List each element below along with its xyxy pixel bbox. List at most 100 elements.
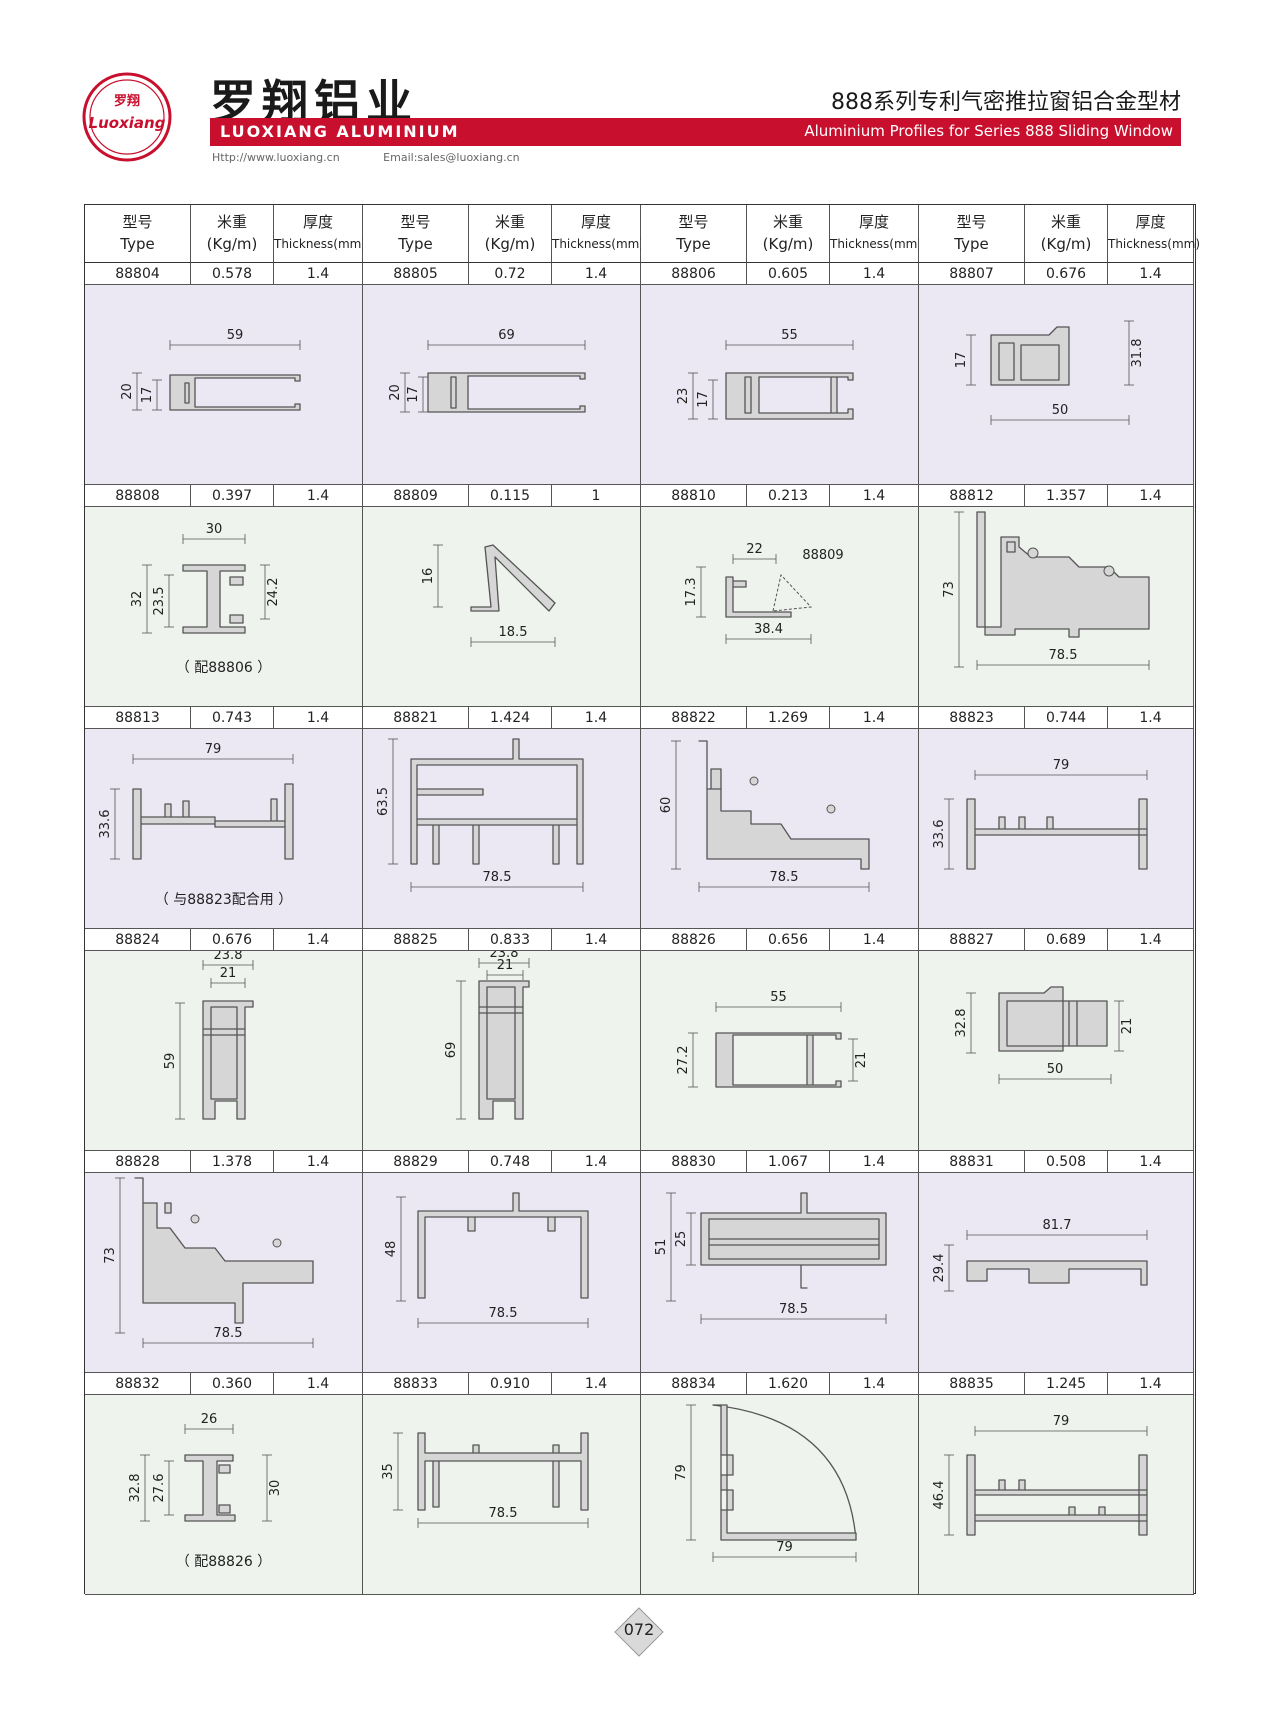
header-label-en: (Kg/m) — [484, 235, 536, 253]
header-label-en: Thickness(mm) — [830, 237, 923, 251]
profile-type-cell: 88812 — [919, 485, 1025, 507]
profile-thickness-cell: 1.4 — [274, 929, 363, 951]
dimension-label: 18.5 — [499, 625, 528, 640]
profile-type-cell: 88806 — [641, 263, 747, 285]
luoxiang-logo-icon: 罗翔 Luoxiang — [82, 72, 172, 162]
dimension-label: 33.6 — [932, 820, 947, 849]
svg-text:Luoxiang: Luoxiang — [89, 114, 166, 132]
dimension-label: 16 — [421, 568, 436, 585]
profile-type-cell: 88825 — [363, 929, 469, 951]
dimension-label: 17.3 — [684, 578, 699, 607]
dimension-label: 79 — [1053, 1414, 1070, 1429]
dimension-label: 79 — [1053, 758, 1070, 773]
dimension-label: 38.4 — [754, 622, 783, 637]
profile-thickness-cell: 1.4 — [1108, 707, 1194, 729]
email-link[interactable]: Email:sales@luoxiang.cn — [383, 151, 520, 164]
header-label-cn: 型号 — [678, 213, 709, 231]
dimension-label: 78.5 — [770, 870, 799, 885]
profile-type-cell: 88829 — [363, 1151, 469, 1173]
dimension-label: 69 — [498, 328, 515, 343]
dimension-label: 78.5 — [779, 1302, 808, 1317]
header-label-en: Type — [954, 235, 989, 253]
series-title-english: Aluminium Profiles for Series 888 Slidin… — [804, 122, 1173, 140]
profile-thickness-cell: 1.4 — [830, 1373, 919, 1395]
profile-weight-cell: 0.605 — [747, 263, 830, 285]
dimension-label: 35 — [381, 1463, 396, 1480]
profile-thickness-cell: 1.4 — [830, 263, 919, 285]
dimension-label: 30 — [206, 522, 223, 537]
profile-type-cell: 88810 — [641, 485, 747, 507]
dimension-label: 46.4 — [932, 1481, 947, 1510]
profile-thickness-cell: 1.4 — [274, 485, 363, 507]
header-label-en: Type — [676, 235, 711, 253]
profile-weight-cell: 1.357 — [1025, 485, 1108, 507]
dimension-label: 23.5 — [152, 587, 167, 616]
dimension-label: 17 — [406, 386, 421, 403]
profile-thickness-cell: 1.4 — [274, 1151, 363, 1173]
header-label-cn: 厚度 — [1135, 213, 1166, 231]
profile-weight-cell: 1.620 — [747, 1373, 830, 1395]
mating-profile-label: 88809 — [802, 548, 843, 563]
profile-thickness-cell: 1.4 — [552, 707, 641, 729]
profile-thickness-cell: 1.4 — [1108, 485, 1194, 507]
dimension-label: 24.2 — [266, 578, 281, 607]
dimension-label: 17 — [140, 387, 155, 404]
dimension-label: 78.5 — [214, 1326, 243, 1341]
dimension-label: 31.8 — [1130, 339, 1145, 368]
header-label-cn: 米重 — [216, 213, 247, 231]
dimension-label: 59 — [227, 328, 244, 343]
dimension-label: 69 — [444, 1042, 459, 1059]
profile-weight-cell: 1.067 — [747, 1151, 830, 1173]
dimension-label: 21 — [854, 1052, 869, 1069]
profile-weight-cell: 0.744 — [1025, 707, 1108, 729]
dimension-label: 27.2 — [676, 1046, 691, 1075]
dimension-label: 50 — [1047, 1062, 1064, 1077]
profile-weight-cell: 0.748 — [469, 1151, 552, 1173]
dimension-label: 20 — [388, 384, 403, 401]
profile-weight-cell: 0.743 — [191, 707, 274, 729]
profile-weight-cell: 0.72 — [469, 263, 552, 285]
profile-type-cell: 88822 — [641, 707, 747, 729]
profile-type-cell: 88827 — [919, 929, 1025, 951]
header-label-en: Thickness(mm) — [274, 237, 367, 251]
profile-thickness-cell: 1.4 — [1108, 263, 1194, 285]
profile-thickness-cell: 1.4 — [830, 1151, 919, 1173]
profile-fitting-note: （ 与88823配合用 ） — [154, 892, 293, 908]
profile-weight-cell: 0.508 — [1025, 1151, 1108, 1173]
profile-weight-cell: 0.656 — [747, 929, 830, 951]
profile-thickness-cell: 1.4 — [552, 929, 641, 951]
dimension-label: 21 — [220, 966, 237, 981]
profile-weight-cell: 0.676 — [191, 929, 274, 951]
website-link[interactable]: Http://www.luoxiang.cn — [212, 151, 340, 164]
table-header-cell: 米重(Kg/m) — [191, 205, 274, 263]
dimension-label: 23.8 — [490, 951, 519, 961]
profile-thickness-cell: 1.4 — [274, 263, 363, 285]
profile-type-cell: 88808 — [85, 485, 191, 507]
header-label-en: Type — [398, 235, 433, 253]
profile-weight-cell: 0.910 — [469, 1373, 552, 1395]
page-number: 072 — [623, 1620, 655, 1639]
table-header-cell: 米重(Kg/m) — [1025, 205, 1108, 263]
profile-thickness-cell: 1.4 — [830, 707, 919, 729]
dimension-label: 20 — [120, 383, 135, 400]
dimension-label: 51 — [654, 1239, 669, 1256]
profile-thickness-cell: 1.4 — [1108, 929, 1194, 951]
header-label-cn: 型号 — [122, 213, 153, 231]
